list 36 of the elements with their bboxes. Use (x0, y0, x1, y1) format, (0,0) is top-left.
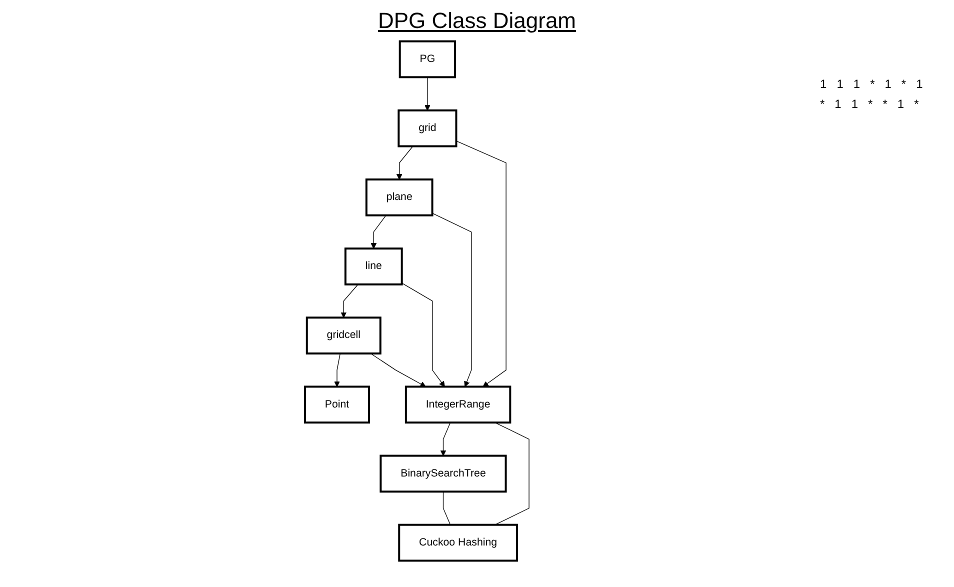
arrow (396, 146, 414, 180)
node-box: PG (398, 40, 456, 78)
node-box: Cuckoo Hashing (398, 524, 518, 562)
node-box: grid (398, 109, 458, 148)
arrow (402, 282, 445, 387)
arrow (370, 215, 386, 249)
arrow (440, 422, 451, 456)
arrow (340, 284, 358, 318)
multiplicity-label: * (867, 96, 874, 112)
multiplicity-label: 1 (896, 96, 906, 112)
node-box: line (344, 248, 403, 286)
multiplicity-label: 1 (834, 96, 842, 112)
arrow (432, 212, 472, 387)
multiplicity-label: 1 (915, 76, 924, 92)
connector (442, 491, 451, 526)
arrow (456, 140, 506, 387)
multiplicity-label: * (882, 96, 888, 112)
connector (494, 422, 530, 526)
multiplicity-label: 1 (852, 76, 862, 92)
multiplicity-label: 1 (836, 76, 844, 92)
node-box: plane (365, 178, 434, 216)
diagram-title: DPG Class Diagram (376, 8, 578, 34)
multiplicity-label: * (819, 96, 826, 112)
multiplicity-label: 1 (884, 76, 892, 92)
multiplicity-label: * (913, 96, 920, 112)
node-box: IntegerRange (404, 386, 512, 424)
arrow (370, 353, 426, 387)
node-box: gridcell (306, 316, 382, 354)
node-box: Point (304, 386, 370, 424)
multiplicity-label: 1 (819, 76, 828, 92)
multiplicity-label: * (900, 76, 908, 92)
multiplicity-label: 1 (850, 96, 860, 112)
node-box: BinarySearchTree (380, 454, 507, 493)
arrow (334, 353, 341, 387)
arrow (424, 76, 430, 111)
multiplicity-label: * (869, 76, 876, 92)
